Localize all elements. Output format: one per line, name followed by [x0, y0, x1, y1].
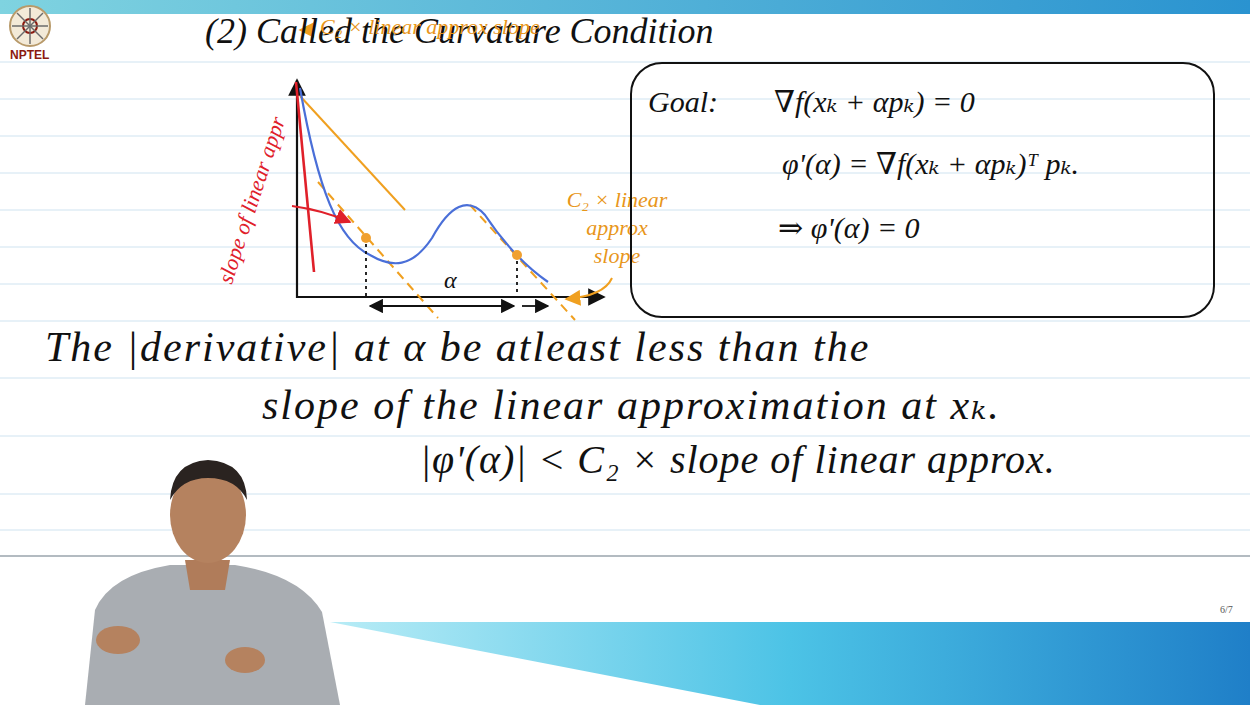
- dotted-guide: [365, 244, 367, 296]
- dotted-guide: [516, 261, 518, 296]
- dashed-tangent: [470, 205, 575, 320]
- nptel-logo: [10, 6, 50, 46]
- function-curve: [300, 88, 548, 282]
- interval-arrow: [370, 305, 514, 307]
- equation: ∇f(xₖ + αpₖ) = 0: [774, 84, 975, 120]
- axes: [297, 82, 604, 297]
- axis-symbol: α: [444, 266, 457, 295]
- box-heading: Goal:: [648, 84, 718, 120]
- dashed-tangent: [318, 182, 438, 318]
- equation: φ'(α) = ∇f(xₖ + αpₖ)ᵀ pₖ.: [782, 146, 1079, 182]
- scaled-slope-line: [300, 96, 405, 210]
- leader-line: [566, 278, 612, 299]
- annotation: C₂ × linear approx slope: [320, 14, 540, 40]
- point-marker: [361, 233, 371, 243]
- interval-arrow: [522, 305, 548, 307]
- goal-box: Goal: ∇f(xₖ + αpₖ) = 0 φ'(α) = ∇f(xₖ + αpₖ…: [630, 62, 1215, 318]
- tangent-line: [296, 82, 314, 272]
- page-number: 6/7: [1220, 604, 1233, 616]
- page-edge: [0, 555, 1250, 557]
- leader-line: [292, 206, 350, 222]
- annotation: slope of linear appr: [213, 113, 292, 287]
- logo-text: NPTEL: [10, 48, 49, 62]
- presenter-figure: [85, 460, 340, 705]
- bottom-band: [330, 622, 1250, 705]
- note-text: The |derivative| at α be atleast less th…: [45, 318, 1001, 434]
- annotation: C₂ × linear approx slope: [562, 186, 672, 270]
- equation: ⇒ φ'(α) = 0: [778, 210, 920, 246]
- point-marker: [512, 250, 522, 260]
- ruled-lines: [0, 62, 1250, 530]
- formula-text: |φ'(α)| < C₂ × slope of linear approx.: [420, 436, 1056, 484]
